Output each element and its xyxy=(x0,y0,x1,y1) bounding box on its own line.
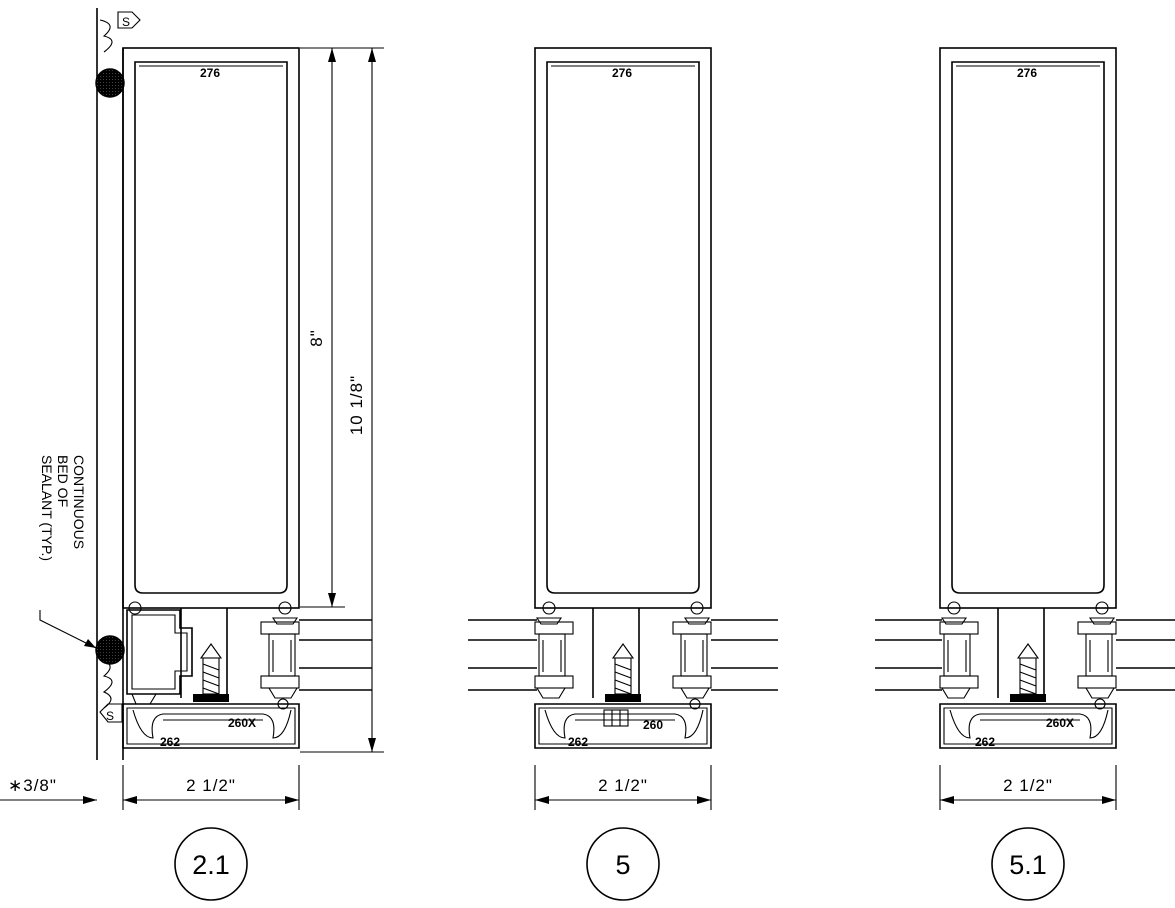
height-total-dim: 10 1/8" xyxy=(347,375,366,435)
insert-part-label-5: 260 xyxy=(643,718,663,732)
sealant-note: CONTINUOUS BED OF SEALANT (TYP.) xyxy=(39,455,97,649)
mullion-part-label-5: 276 xyxy=(612,66,632,80)
width-dim-2-1: 2 1/2" xyxy=(186,776,236,795)
offset-dim: ∗3/8" xyxy=(8,776,57,795)
detail-id-5-1: 5.1 xyxy=(1009,850,1047,880)
mullion-part-label-2-1: 276 xyxy=(200,66,220,80)
sealant-note-line-3: SEALANT (TYP.) xyxy=(39,455,55,561)
detail-5-1: 276 260X 262 2 1/2" 5.1 xyxy=(875,47,1175,901)
detail-5: 276 260 262 2 1/2" 5 xyxy=(468,47,778,901)
sealant-bead-bottom xyxy=(95,635,125,665)
insert-part-label-5-1: 260X xyxy=(1046,716,1074,730)
sill-part-label-5: 262 xyxy=(568,735,588,749)
detail-id-5: 5 xyxy=(615,850,630,880)
detail-marker-5-1 xyxy=(991,827,1065,901)
sealant-symbol-top: S xyxy=(117,11,141,29)
insert-part-label-2-1: 260X xyxy=(228,716,256,730)
sealant-note-line-2: BED OF xyxy=(55,455,71,507)
detail-2-1: S S 276 260X 262 8" 10 1/8" 2 1/2" ∗3/8"… xyxy=(0,8,384,901)
detail-marker-2-1 xyxy=(174,827,248,901)
sealant-symbol-bottom-label: S xyxy=(106,709,114,723)
sealant-bead-top xyxy=(95,68,125,98)
height-inner-dim: 8" xyxy=(307,329,326,347)
sealant-symbol-top-label: S xyxy=(122,15,130,29)
width-dim-5-1: 2 1/2" xyxy=(1003,776,1053,795)
detail-marker-5 xyxy=(586,827,660,901)
detail-id-2-1: 2.1 xyxy=(192,850,230,880)
width-dim-5: 2 1/2" xyxy=(598,776,648,795)
sill-part-label-2-1: 262 xyxy=(160,735,180,749)
mullion-part-label-5-1: 276 xyxy=(1017,66,1037,80)
sealant-symbol-bottom: S xyxy=(99,703,123,723)
sealant-note-line-1: CONTINUOUS xyxy=(71,455,87,549)
sill-part-label-5-1: 262 xyxy=(975,735,995,749)
